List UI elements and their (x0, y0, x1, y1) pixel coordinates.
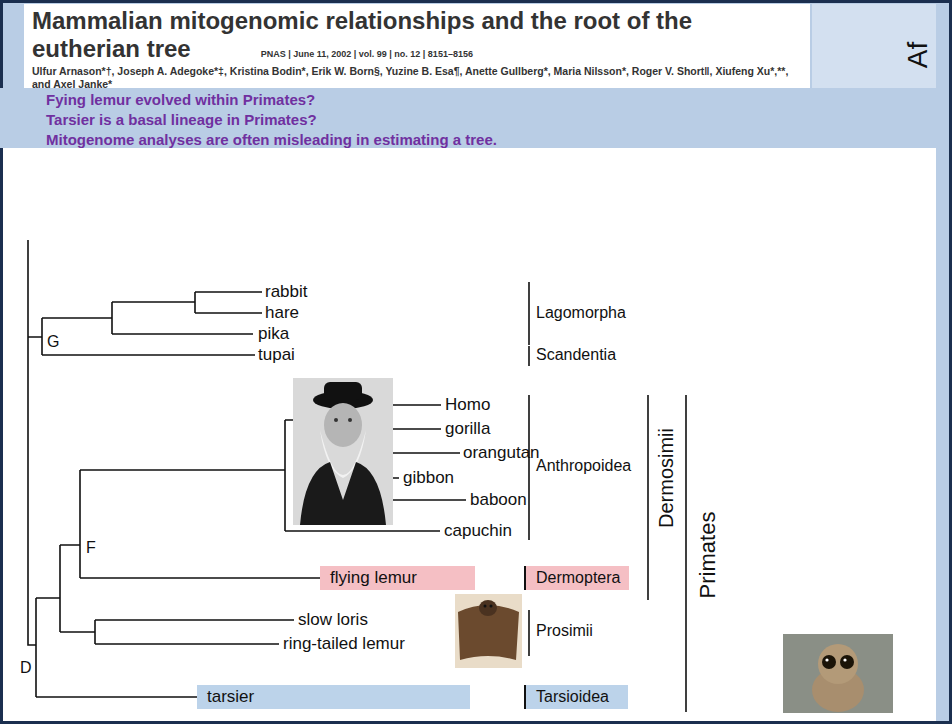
node-letter: D (20, 658, 32, 678)
order-name: Dermoptera (536, 568, 623, 588)
taxon-name: orangutan (463, 443, 540, 463)
side-panel (812, 4, 936, 88)
taxon-name: ring-tailed lemur (283, 634, 405, 654)
paper-header: Mammalian mitogenomic relationships and … (24, 4, 810, 95)
node-letter: F (86, 538, 96, 558)
taxon-name: capuchin (444, 521, 512, 541)
order-name: Lagomorpha (536, 303, 626, 323)
clade-name: Primates (696, 512, 720, 599)
taxon-name: Homo (445, 395, 490, 415)
top-band (0, 0, 952, 148)
order-name: Anthropoidea (536, 456, 631, 476)
node-letter: G (47, 332, 59, 352)
tarsier-photo (783, 634, 893, 713)
highlight-box: tarsier (197, 685, 470, 709)
order-name: Prosimii (536, 621, 593, 641)
order-name: Tarsioidea (536, 687, 622, 707)
order-name: Scandentia (536, 345, 616, 365)
taxon-name: rabbit (265, 282, 308, 302)
highlight-box: Dermoptera (524, 566, 629, 590)
taxon-name: slow loris (298, 610, 368, 630)
darwin-photo (293, 378, 393, 525)
taxon-name: tupai (258, 345, 295, 365)
question-line: Mitogenome analyses are often misleading… (46, 130, 936, 150)
taxon-name: baboon (470, 490, 527, 510)
question-band: Fying lemur evolved within Primates?Tars… (0, 88, 936, 148)
taxon-name: gibbon (403, 468, 454, 488)
tree-branches (28, 240, 686, 712)
question-line: Tarsier is a basal lineage in Primates? (46, 110, 936, 130)
taxon-name: gorilla (445, 419, 490, 439)
clade-name: Dermosimii (655, 428, 677, 528)
taxon-name: flying lemur (330, 568, 465, 588)
flying-lemur-photo (455, 594, 522, 668)
highlight-box: Tarsioidea (524, 685, 628, 709)
taxon-name: hare (265, 303, 299, 323)
citation: PNAS | June 11, 2002 | vol. 99 | no. 12 … (261, 49, 473, 59)
taxon-name: pika (258, 324, 289, 344)
taxon-name: tarsier (207, 687, 460, 707)
cropped-text: Af (903, 42, 934, 68)
highlight-box: flying lemur (320, 566, 475, 590)
question-line: Fying lemur evolved within Primates? (46, 90, 936, 110)
